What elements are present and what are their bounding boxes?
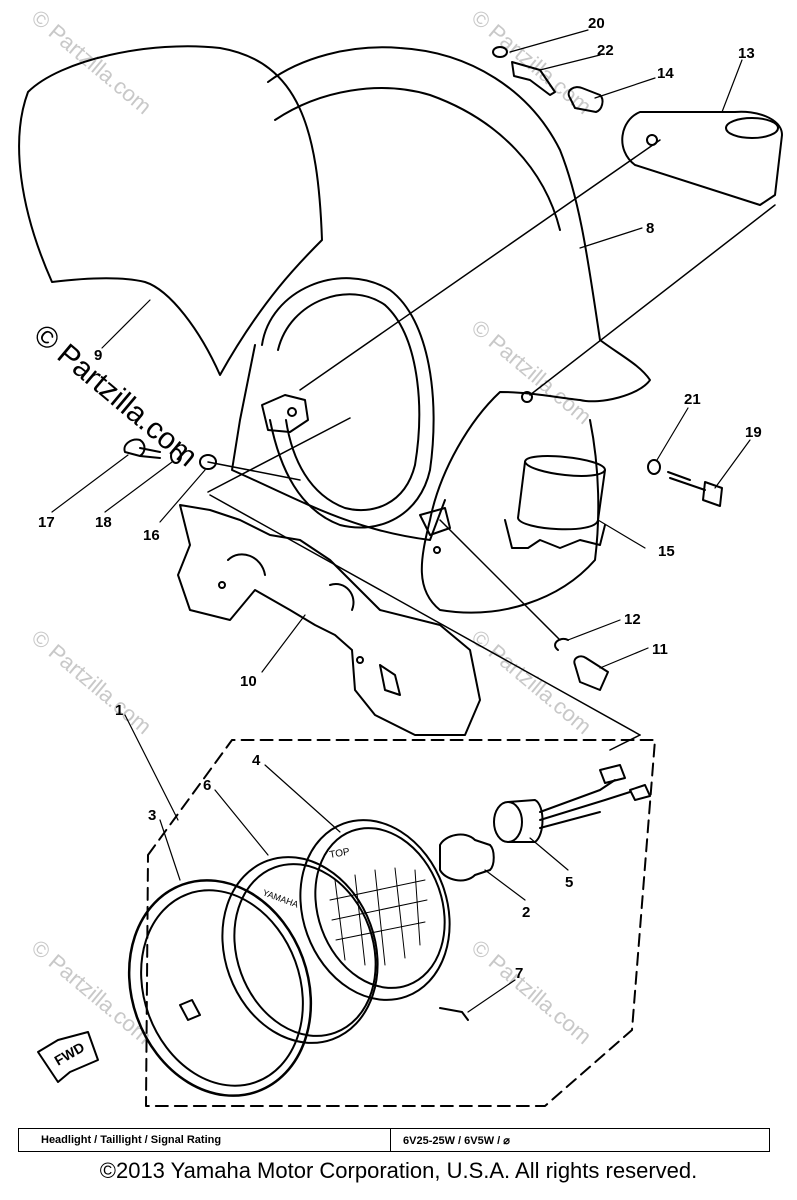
housing-tab-left xyxy=(261,394,309,433)
rating-value: 6V25-25W / 6V5W / ⌀ xyxy=(403,1134,510,1147)
part-label-16: 16 xyxy=(143,527,160,544)
housing-hole xyxy=(521,391,533,403)
headlight-housing-part xyxy=(267,46,651,614)
clip-part xyxy=(554,638,569,651)
screw-part xyxy=(573,655,609,691)
part-number-labels: 20 22 14 13 8 9 21 19 17 18 16 15 12 11 … xyxy=(38,15,762,982)
housing-lower xyxy=(231,344,446,541)
headlight-rim-part xyxy=(127,879,313,1097)
adjust-screw-part xyxy=(439,1007,469,1021)
bolt-part xyxy=(667,471,723,507)
watermark: © Partzilla.com xyxy=(27,5,157,119)
bracket-hole xyxy=(356,656,364,664)
part-label-4: 4 xyxy=(252,752,261,769)
housing-rim xyxy=(261,277,435,529)
part-label-10: 10 xyxy=(240,673,257,690)
watermark: © Partzilla.com xyxy=(27,625,157,739)
part-label-14: 14 xyxy=(657,65,674,82)
part-label-9: 9 xyxy=(94,347,102,364)
part-label-3: 3 xyxy=(148,807,156,824)
fwd-arrow-icon xyxy=(37,1031,99,1083)
housing-rim-inner xyxy=(277,293,421,512)
washer-part xyxy=(199,454,217,470)
watermark: © Partzilla.com xyxy=(467,625,597,739)
lens-part xyxy=(221,856,379,1044)
part-label-6: 6 xyxy=(203,777,211,794)
nut-part xyxy=(492,46,508,58)
clamp-bore xyxy=(725,117,779,139)
clamp-part xyxy=(621,110,783,206)
watermark: © Partzilla.com xyxy=(467,935,597,1049)
sealed-beam-part xyxy=(299,819,451,1001)
copyright-notice: ©2013 Yamaha Motor Corporation, U.S.A. A… xyxy=(99,1158,698,1183)
watermark: © Partzilla.com xyxy=(467,5,597,119)
part-label-7: 7 xyxy=(515,965,523,982)
bracket-slot xyxy=(227,553,266,576)
visor-part xyxy=(18,45,323,376)
rating-table: Headlight / Taillight / Signal Rating 6V… xyxy=(18,1128,770,1152)
housing-hole xyxy=(433,546,441,554)
housing-tab-right xyxy=(419,507,451,536)
part-label-5: 5 xyxy=(565,874,573,891)
part-label-2: 2 xyxy=(522,904,530,921)
bulb-part xyxy=(439,833,495,882)
housing-inner-edge xyxy=(274,87,561,231)
part-label-19: 19 xyxy=(745,424,762,441)
part-label-8: 8 xyxy=(646,220,654,237)
bracket-slot xyxy=(329,583,355,611)
bracket-part xyxy=(177,504,481,736)
part-label-22: 22 xyxy=(597,42,614,59)
part-label-12: 12 xyxy=(624,611,641,628)
assembly-group-box xyxy=(145,739,656,1107)
lock-washer-part xyxy=(170,448,182,464)
socket-ring xyxy=(504,519,606,549)
part-label-13: 13 xyxy=(738,45,755,62)
headlight-exploded-diagram: © Partzilla.com © Partzilla.com © Partzi… xyxy=(18,5,783,1107)
part-label-17: 17 xyxy=(38,514,55,531)
watermark: © Partzilla.com xyxy=(467,315,597,429)
housing-tab-hole xyxy=(287,407,297,417)
bolt-part xyxy=(123,438,161,459)
lens-top-marking: TOP xyxy=(329,847,351,861)
bracket-hole xyxy=(218,581,226,589)
fwd-label: FWD xyxy=(52,1039,88,1069)
part-label-1: 1 xyxy=(115,702,123,719)
part-label-11: 11 xyxy=(652,641,668,658)
lens-grid xyxy=(329,867,428,966)
assembly-lines xyxy=(207,139,776,751)
bulb-socket-part xyxy=(493,764,651,843)
bracket-cutout xyxy=(379,664,401,696)
watermarks: © Partzilla.com © Partzilla.com © Partzi… xyxy=(27,5,597,1049)
part-label-21: 21 xyxy=(684,391,701,408)
part-label-18: 18 xyxy=(95,514,112,531)
washer-part xyxy=(647,459,661,475)
collar-part xyxy=(567,86,604,113)
socket-top xyxy=(524,461,606,477)
watermark: © Partzilla.com xyxy=(27,935,157,1049)
part-leaders xyxy=(51,29,751,1013)
rating-label: Headlight / Taillight / Signal Rating xyxy=(19,1129,391,1151)
part-label-20: 20 xyxy=(588,15,605,32)
part-label-15: 15 xyxy=(658,543,675,560)
